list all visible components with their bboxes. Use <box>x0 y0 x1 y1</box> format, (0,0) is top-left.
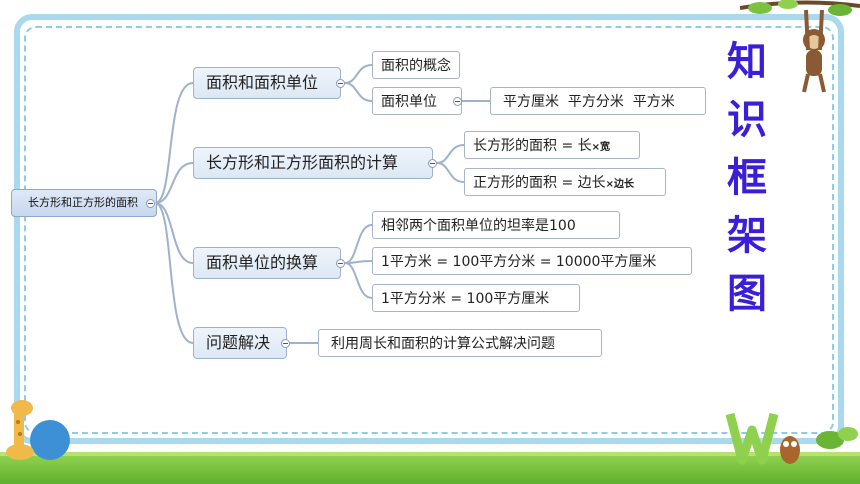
formula-main: 正方形的面积 = 边长 <box>473 175 606 191</box>
node-label: 1平方米 = 100平方分米 = 10000平方厘米 <box>381 254 657 270</box>
branch-unit-conversion[interactable]: 面积单位的换算 <box>193 247 341 279</box>
worm-illustration <box>725 412 858 465</box>
node-label: 利用周长和面积的计算公式解决问题 <box>331 336 555 352</box>
branch-3-collapse-icon[interactable] <box>336 259 345 268</box>
node-square-meter-conversion[interactable]: 1平方米 = 100平方分米 = 10000平方厘米 <box>372 247 692 275</box>
branch-4-collapse-icon[interactable] <box>281 339 290 348</box>
grass-strip <box>0 456 860 484</box>
formula-tail: ×宽 <box>591 142 611 153</box>
side-title-char-3: 框 <box>727 155 767 201</box>
node-label: 平方厘米 平方分米 平方米 <box>503 94 675 110</box>
root-node[interactable]: 长方形和正方形的面积 <box>11 189 157 217</box>
node-unit-list[interactable]: 平方厘米 平方分米 平方米 <box>490 87 706 115</box>
root-collapse-icon[interactable] <box>146 199 155 208</box>
node-conversion-rate[interactable]: 相邻两个面积单位的坦率是100 <box>372 211 620 239</box>
node-area-concept[interactable]: 面积的概念 <box>372 51 460 79</box>
branch-2-collapse-icon[interactable] <box>428 159 437 168</box>
branch-1-collapse-icon[interactable] <box>336 79 345 88</box>
side-title-char-1: 知 <box>727 39 767 85</box>
branch-label: 问题解决 <box>206 333 271 352</box>
formula-tail: ×边长 <box>605 179 635 190</box>
node-label: 面积的概念 <box>381 58 451 74</box>
branch-area-and-units[interactable]: 面积和面积单位 <box>193 67 341 99</box>
side-title-char-2: 识 <box>727 97 767 143</box>
node-label: 面积单位 <box>381 94 437 110</box>
formula-main: 长方形的面积 = 长 <box>473 138 592 154</box>
slide-inner-border <box>24 26 834 434</box>
node-area-unit[interactable]: 面积单位 <box>372 87 462 115</box>
branch-problem-solving[interactable]: 问题解决 <box>193 327 287 359</box>
node-problem-formula[interactable]: 利用周长和面积的计算公式解决问题 <box>318 329 602 357</box>
node-square-decimeter-conversion[interactable]: 1平方分米 = 100平方厘米 <box>372 284 580 312</box>
root-label: 长方形和正方形的面积 <box>28 196 138 209</box>
branch-label: 长方形和正方形面积的计算 <box>206 153 399 172</box>
node-rectangle-formula[interactable]: 长方形的面积 = 长×宽 <box>464 131 640 159</box>
branch-label: 面积和面积单位 <box>206 73 319 92</box>
giraffe-illustration <box>6 400 70 460</box>
monkey-illustration <box>740 0 860 93</box>
side-title-char-5: 图 <box>727 271 767 317</box>
node-label: 相邻两个面积单位的坦率是100 <box>381 218 576 234</box>
side-title-char-4: 架 <box>727 213 767 259</box>
branch-area-calculation[interactable]: 长方形和正方形面积的计算 <box>193 147 433 179</box>
area-unit-collapse-icon[interactable] <box>453 97 462 106</box>
branch-label: 面积单位的换算 <box>206 253 319 272</box>
node-square-formula[interactable]: 正方形的面积 = 边长×边长 <box>464 168 666 196</box>
node-label: 1平方分米 = 100平方厘米 <box>381 291 550 307</box>
